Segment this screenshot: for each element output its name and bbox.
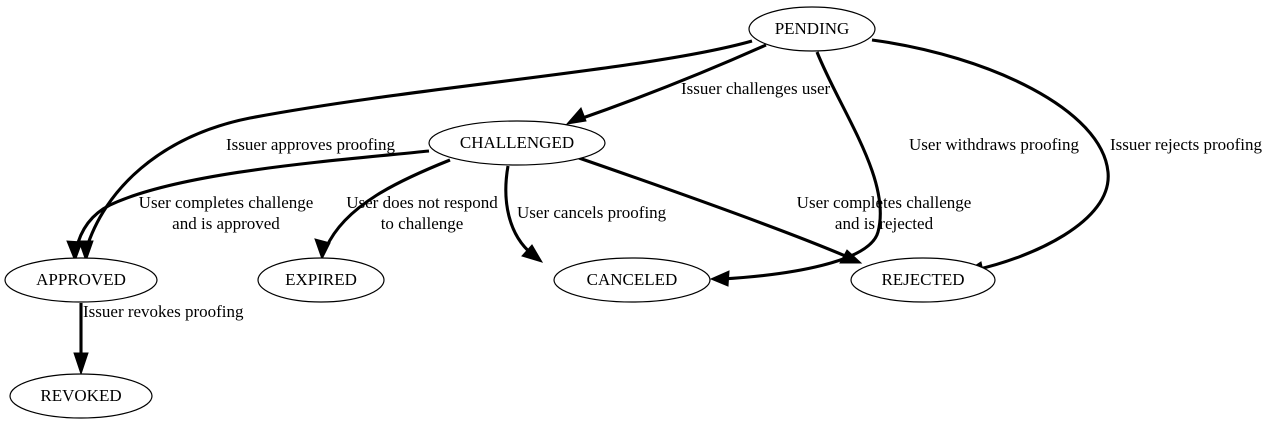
- edge-challenged-to-expired[interactable]: User does not respond to challenge: [314, 158, 498, 261]
- edge-challenged-to-canceled-arrowhead: [521, 244, 544, 263]
- edge-pending-to-approved-arrowhead: [78, 240, 94, 263]
- edge-label-user-completes-challenge-approved-line2: and is approved: [172, 214, 280, 233]
- edge-label-issuer-challenges-user: Issuer challenges user: [681, 79, 831, 98]
- node-approved-ellipse: [4, 257, 158, 303]
- edge-pending-to-challenged[interactable]: Issuer challenges user: [565, 43, 831, 125]
- node-rejected-ellipse: [850, 257, 996, 303]
- edge-challenged-to-approved-path: [74, 149, 430, 251]
- edge-challenged-to-rejected-path: [578, 156, 851, 260]
- edge-approved-to-revoked-arrowhead: [73, 352, 89, 376]
- edge-challenged-to-rejected-arrowhead: [839, 249, 863, 264]
- edge-challenged-to-approved-arrowhead: [66, 240, 83, 263]
- edge-label-user-completes-challenge-rejected-line1: User completes challenge: [797, 193, 972, 212]
- edge-label-issuer-approves-proofing: Issuer approves proofing: [226, 135, 396, 154]
- edge-pending-to-rejected-path: [871, 38, 1110, 272]
- edge-challenged-to-expired-path: [324, 158, 451, 249]
- node-challenged-label: CHALLENGED: [460, 133, 574, 152]
- edge-pending-to-rejected[interactable]: Issuer rejects proofing: [871, 38, 1263, 277]
- node-canceled-label: CANCELED: [587, 270, 678, 289]
- edge-pending-to-approved[interactable]: Issuer approves proofing: [78, 39, 753, 263]
- edge-label-user-completes-challenge-approved-line1: User completes challenge: [139, 193, 314, 212]
- node-canceled[interactable]: CANCELED: [553, 257, 711, 303]
- edge-label-user-cancels-proofing: User cancels proofing: [517, 203, 667, 222]
- node-pending-label: PENDING: [775, 19, 850, 38]
- node-approved[interactable]: APPROVED: [4, 257, 158, 303]
- edge-pending-to-approved-path: [84, 39, 753, 251]
- node-canceled-ellipse: [553, 257, 711, 303]
- edge-challenged-to-canceled[interactable]: User cancels proofing: [504, 165, 667, 263]
- node-expired-label: EXPIRED: [285, 270, 357, 289]
- edge-label-user-completes-challenge-rejected-line2: and is rejected: [835, 214, 934, 233]
- node-expired-ellipse: [257, 257, 385, 303]
- node-rejected-label: REJECTED: [881, 270, 964, 289]
- node-revoked-label: REVOKED: [40, 386, 121, 405]
- edge-label-user-does-not-respond-line1: User does not respond: [346, 193, 498, 212]
- edge-pending-to-canceled-path: [721, 51, 882, 281]
- node-approved-label: APPROVED: [36, 270, 126, 289]
- edge-label-issuer-rejects-proofing: Issuer rejects proofing: [1110, 135, 1263, 154]
- edge-challenged-to-canceled-path: [504, 165, 534, 257]
- edge-challenged-to-expired-arrowhead: [314, 238, 331, 261]
- node-rejected[interactable]: REJECTED: [850, 257, 996, 303]
- edge-pending-to-canceled-arrowhead: [709, 270, 730, 287]
- node-revoked-ellipse: [9, 373, 153, 419]
- node-revoked[interactable]: REVOKED: [9, 373, 153, 419]
- edge-pending-to-challenged-arrowhead: [565, 107, 587, 125]
- node-expired[interactable]: EXPIRED: [257, 257, 385, 303]
- edge-pending-to-challenged-path: [576, 43, 767, 122]
- edge-label-user-withdraws-proofing: User withdraws proofing: [909, 135, 1079, 154]
- node-pending[interactable]: PENDING: [748, 6, 876, 52]
- edge-challenged-to-approved[interactable]: User completes challenge and is approved: [66, 149, 430, 263]
- edge-label-user-does-not-respond-line2: to challenge: [381, 214, 464, 233]
- edge-pending-to-canceled[interactable]: User withdraws proofing: [709, 51, 1079, 287]
- edge-label-issuer-revokes-proofing: Issuer revokes proofing: [83, 302, 244, 321]
- node-challenged-ellipse: [428, 120, 606, 166]
- edge-approved-to-revoked[interactable]: Issuer revokes proofing: [73, 302, 244, 376]
- edge-challenged-to-rejected[interactable]: User completes challenge and is rejected: [578, 156, 972, 264]
- node-pending-ellipse: [748, 6, 876, 52]
- node-challenged[interactable]: CHALLENGED: [428, 120, 606, 166]
